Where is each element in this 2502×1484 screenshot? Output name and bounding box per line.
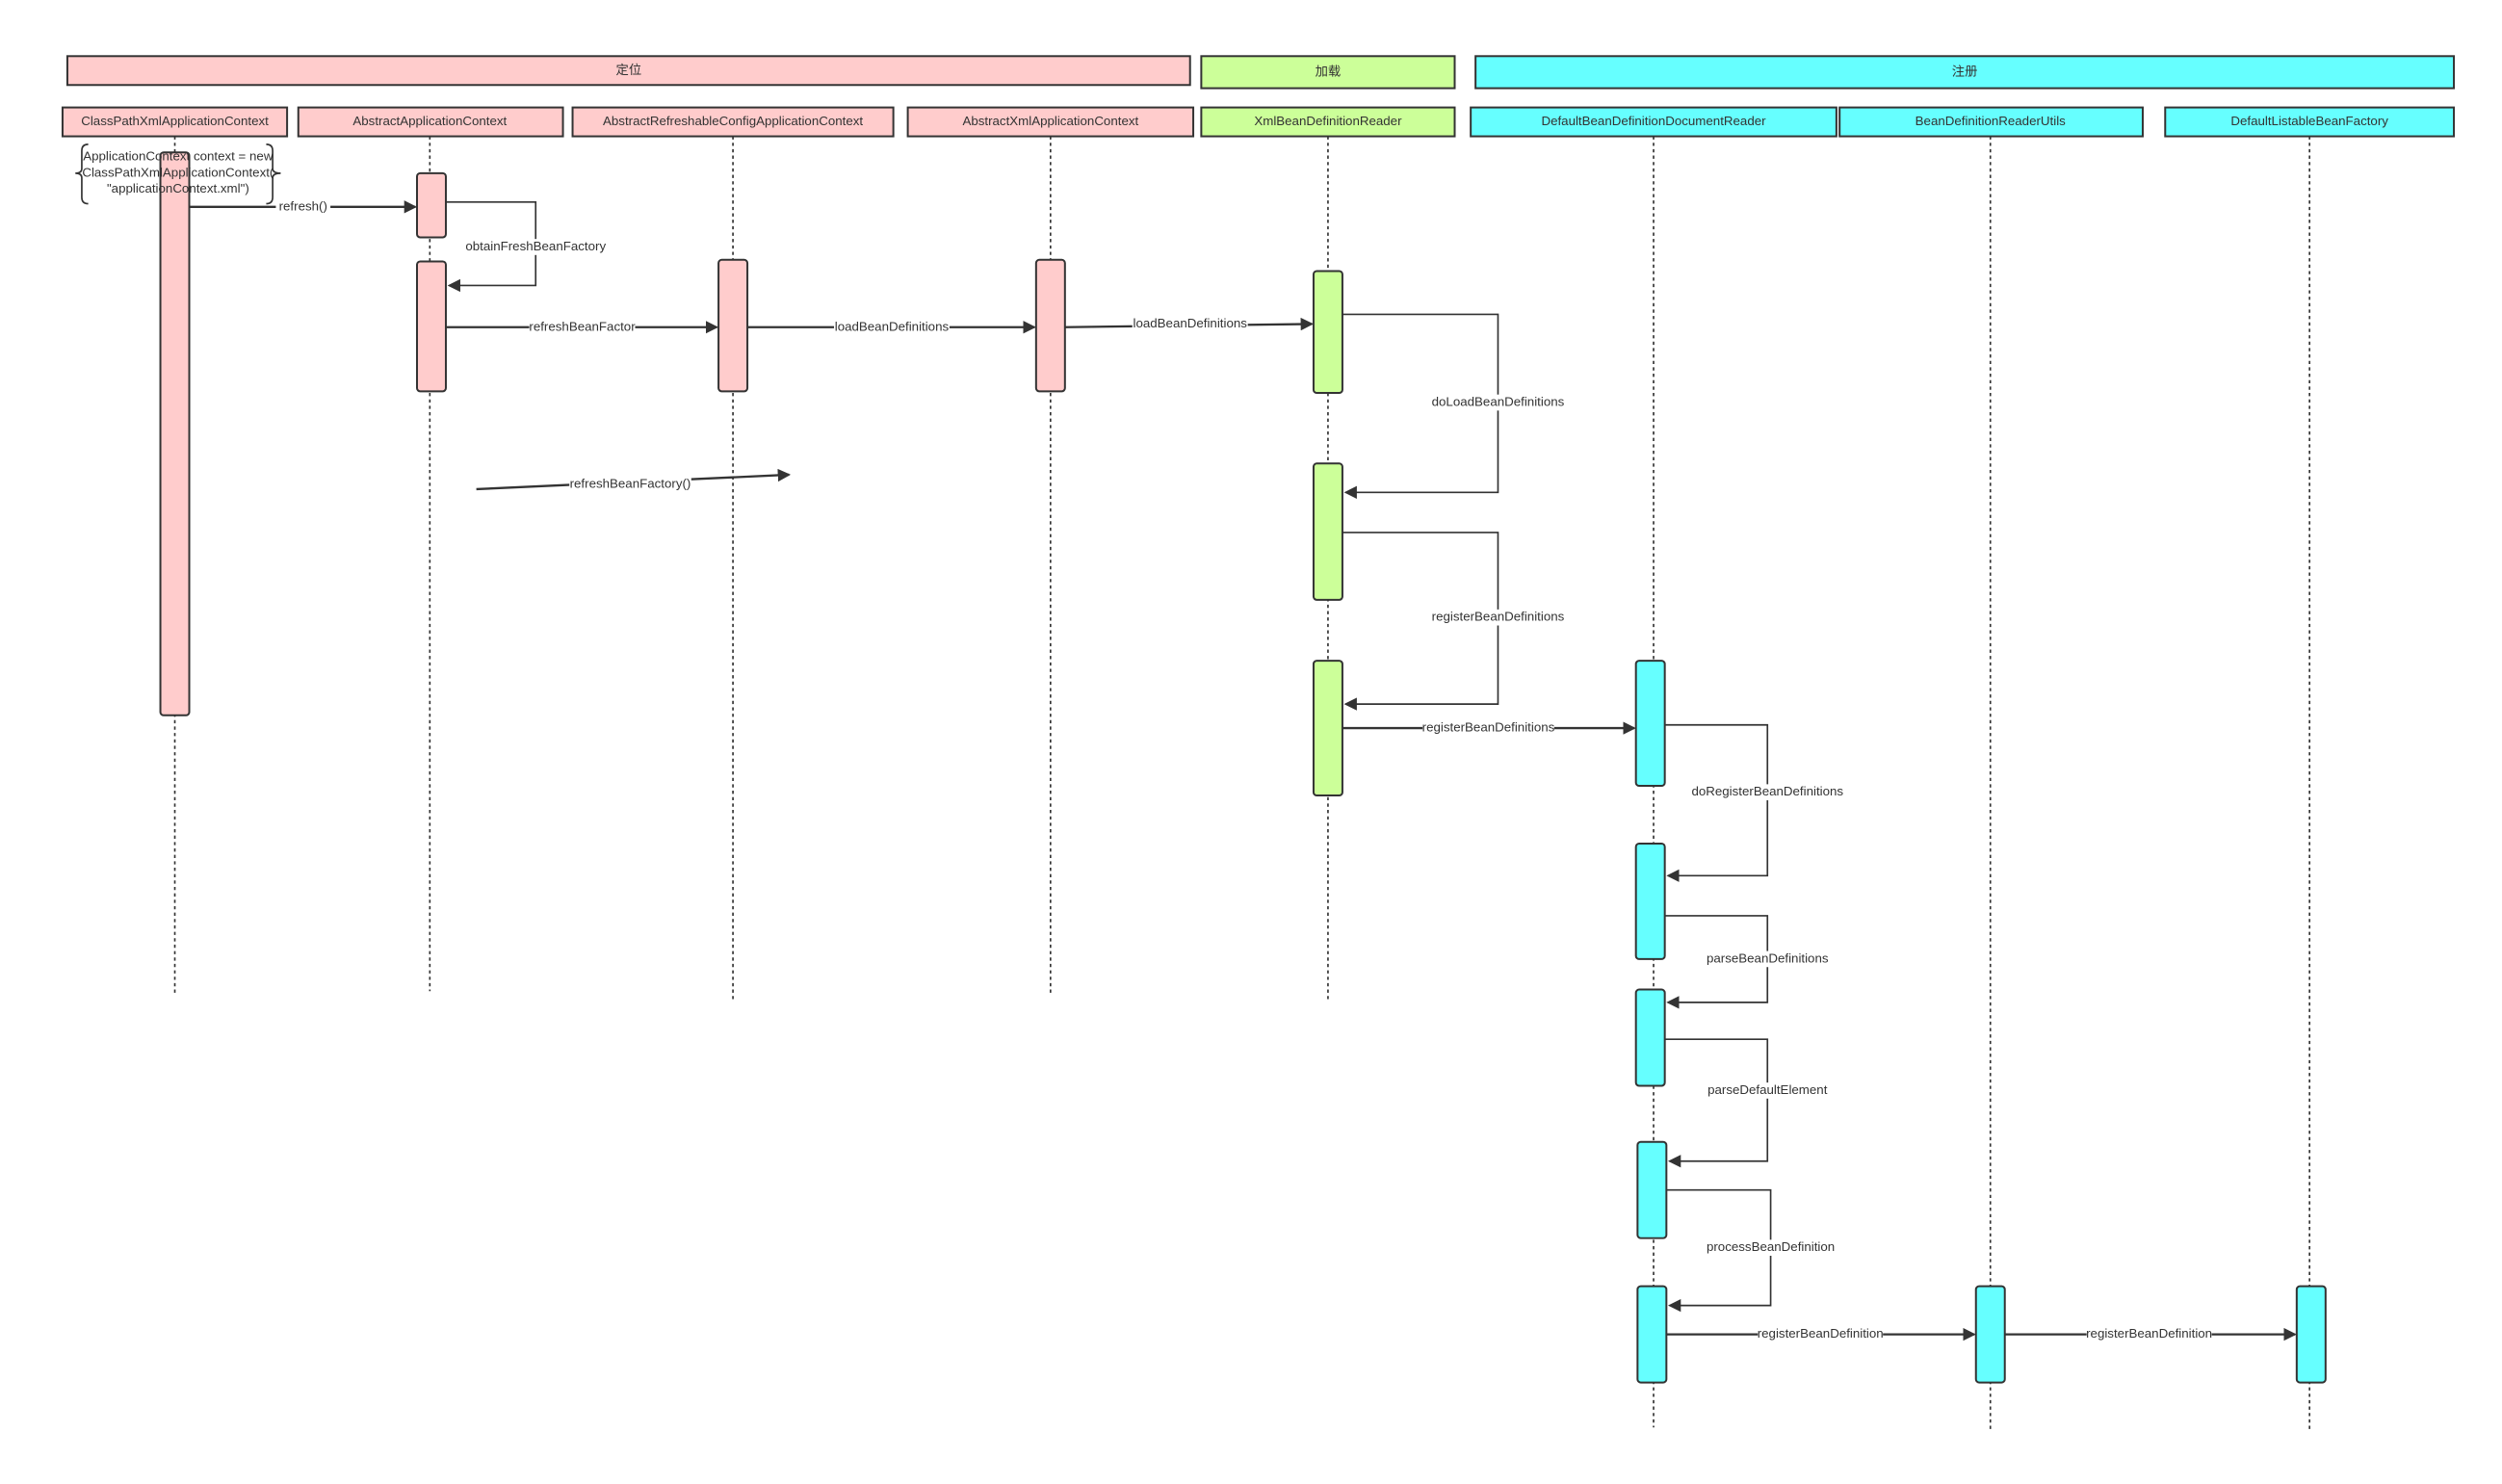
- lifeline-label: DefaultListableBeanFactory: [2230, 114, 2388, 128]
- message-label: refreshBeanFactory(): [570, 476, 691, 490]
- activation-bar[interactable]: [1634, 843, 1666, 960]
- group-locate-label: 定位: [616, 63, 642, 77]
- message-processbeandefinition[interactable]: processBeanDefinition: [1666, 1188, 1837, 1313]
- message-label: parseDefaultElement: [1707, 1082, 1828, 1097]
- lifeline-abstractapplicationcontext[interactable]: AbstractApplicationContext: [297, 106, 564, 138]
- message-label: parseBeanDefinitions: [1707, 950, 1829, 965]
- lifeline-readerutils[interactable]: BeanDefinitionReaderUtils: [1838, 106, 2144, 138]
- message-label: registerBeanDefinitions: [1422, 720, 1555, 735]
- activation-bar[interactable]: [1636, 1140, 1668, 1239]
- message-parsedefaultelement[interactable]: parseDefaultElement: [1664, 1038, 1829, 1168]
- group-load: 加载: [1200, 55, 1456, 90]
- activation-bar[interactable]: [2295, 1285, 2327, 1384]
- lifeline-documentreader[interactable]: DefaultBeanDefinitionDocumentReader: [1470, 106, 1837, 138]
- activation-bar[interactable]: [717, 258, 749, 393]
- message-registerbeandefinition-utils[interactable]: registerBeanDefinition: [1666, 1326, 1976, 1342]
- message-label: refresh(): [279, 198, 327, 213]
- message-refreshbeanfactory-stray[interactable]: refreshBeanFactory(): [476, 468, 792, 493]
- message-label: refreshBeanFactor: [529, 319, 636, 333]
- activation-bar[interactable]: [1974, 1285, 2006, 1384]
- message-label: obtainFreshBeanFactory: [465, 239, 606, 253]
- lifeline-classpathxml[interactable]: ClassPathXmlApplicationContext: [61, 106, 289, 138]
- message-doregisterbeandefinitions[interactable]: doRegisterBeanDefinitions: [1664, 723, 1845, 882]
- lifeline-abstractrefreshable[interactable]: AbstractRefreshableConfigApplicationCont…: [571, 106, 895, 138]
- lifeline-label: AbstractRefreshableConfigApplicationCont…: [603, 114, 863, 128]
- message-refresh[interactable]: refresh(): [189, 198, 418, 216]
- activation-bar[interactable]: [1312, 270, 1343, 395]
- activation-bar[interactable]: [416, 171, 447, 239]
- message-registerbeandefinitions[interactable]: registerBeanDefinitions: [1342, 720, 1636, 737]
- message-registerbeandefinitions-self[interactable]: registerBeanDefinitions: [1342, 532, 1566, 711]
- message-label: doRegisterBeanDefinitions: [1691, 784, 1843, 798]
- activation-bar[interactable]: [1312, 660, 1343, 797]
- activation-bar[interactable]: [1636, 1285, 1668, 1384]
- group-register-label: 注册: [1952, 64, 1978, 78]
- code-note: ApplicationContext context = new ClassPa…: [75, 143, 281, 205]
- lifeline-abstractxml[interactable]: AbstractXmlApplicationContext: [906, 106, 1195, 138]
- message-registerbeandefinition-factory[interactable]: registerBeanDefinition: [2004, 1326, 2297, 1342]
- message-parsebeandefinitions[interactable]: parseBeanDefinitions: [1664, 915, 1832, 1009]
- group-load-label: 加载: [1316, 64, 1342, 78]
- message-label: registerBeanDefinition: [1758, 1326, 1884, 1341]
- lifeline-label: AbstractXmlApplicationContext: [962, 114, 1138, 128]
- activation-bar[interactable]: [1634, 988, 1666, 1087]
- group-locate: 定位: [65, 55, 1191, 87]
- lifeline-xmlbeandefinitionreader[interactable]: XmlBeanDefinitionReader: [1200, 106, 1456, 138]
- message-loadbeandefinitions[interactable]: loadBeanDefinitions: [747, 319, 1036, 336]
- activation-bar[interactable]: [1634, 660, 1666, 788]
- activation-bar[interactable]: [1312, 462, 1343, 601]
- group-register: 注册: [1474, 55, 2456, 90]
- message-label: registerBeanDefinition: [2086, 1326, 2212, 1341]
- message-label: loadBeanDefinitions: [835, 319, 950, 333]
- message-label: doLoadBeanDefinitions: [1432, 395, 1565, 409]
- message-obtainfreshbeanfactory[interactable]: obtainFreshBeanFactory: [445, 201, 607, 293]
- lifeline-beanfactory[interactable]: DefaultListableBeanFactory: [2164, 106, 2456, 138]
- lifeline-label: ClassPathXmlApplicationContext: [81, 114, 269, 128]
- lifeline-label: XmlBeanDefinitionReader: [1254, 114, 1402, 128]
- activation-bar[interactable]: [1034, 258, 1066, 393]
- lifeline-label: AbstractApplicationContext: [352, 114, 507, 128]
- note-line: "applicationContext.xml"): [107, 181, 249, 195]
- activation-bar[interactable]: [416, 260, 447, 393]
- activation-bar[interactable]: [159, 151, 191, 716]
- message-doloadbeandefinitions[interactable]: doLoadBeanDefinitions: [1342, 313, 1566, 499]
- message-label: processBeanDefinition: [1707, 1239, 1835, 1254]
- message-refreshbeanfactor[interactable]: refreshBeanFactor: [445, 319, 719, 336]
- lifeline-label: DefaultBeanDefinitionDocumentReader: [1541, 114, 1766, 128]
- lifeline-label: BeanDefinitionReaderUtils: [1916, 114, 2066, 128]
- message-label: loadBeanDefinitions: [1134, 316, 1248, 330]
- note-line: ClassPathXmlApplicationContext(: [82, 165, 274, 179]
- message-loadbeandefinitions-reader[interactable]: loadBeanDefinitions: [1064, 316, 1314, 332]
- message-label: registerBeanDefinitions: [1432, 610, 1565, 624]
- note-line: ApplicationContext context = new: [83, 149, 274, 164]
